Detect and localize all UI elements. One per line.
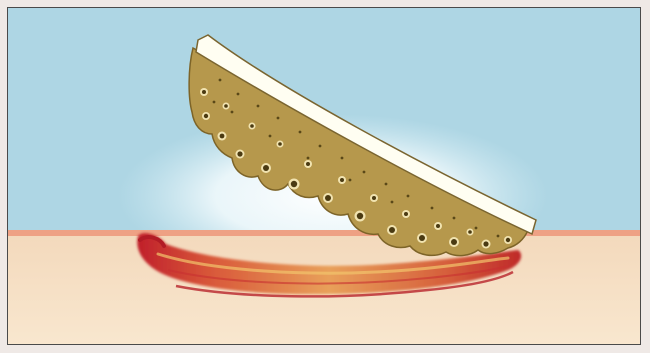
illustration-frame (7, 7, 641, 345)
illustration-canvas (8, 8, 641, 345)
surface-line (8, 230, 641, 236)
